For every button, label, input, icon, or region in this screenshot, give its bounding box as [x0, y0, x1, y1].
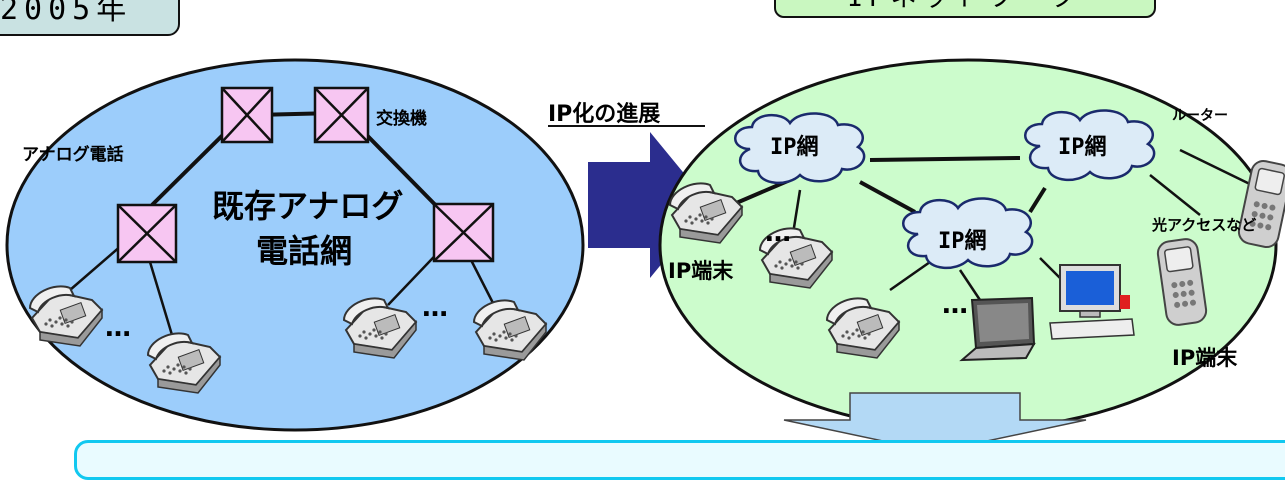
ip-ellipsis: … [765, 218, 791, 248]
ip-cloud-right-label: IP網 [1058, 135, 1107, 160]
down-arrow [783, 392, 1087, 453]
legacy-ellipsis: … [105, 313, 131, 343]
ip-cloud-center-label: IP網 [938, 229, 987, 254]
legacy-ellipsis: … [422, 293, 448, 323]
switch-right-icon [432, 202, 495, 263]
legacy-network-title-line2: 電話網 [256, 232, 353, 270]
ip-cloud-left-label: IP網 [770, 135, 819, 160]
legacy-network-ellipse [5, 58, 585, 432]
year-label: 2005年 [0, 0, 133, 27]
ip-ellipsis: … [942, 290, 968, 320]
ip-terminal-label-left: IP端末 [668, 259, 734, 283]
legacy-network-title-line1: 既存アナログ [212, 187, 404, 225]
router-label: ルーター [1172, 108, 1228, 124]
exchange-label: 交換機 [376, 109, 427, 129]
switch-top-left-icon [220, 86, 274, 144]
exchange-switches [116, 86, 495, 264]
ip-network-title: IPネットワーク [776, 0, 1154, 14]
diagram-canvas [5, 58, 1285, 453]
ip-terminal-label-right: IP端末 [1172, 346, 1238, 370]
year-tab: 2005年 [0, 0, 180, 36]
switch-top-right-icon [313, 86, 370, 144]
analog-phone-label: アナログ電話 [22, 145, 124, 165]
ip-network-tab: IPネットワーク [774, 0, 1156, 18]
switch-left-icon [116, 203, 178, 264]
access-label: 光アクセスなど [1152, 216, 1257, 234]
desktop-computer-icon [1049, 264, 1135, 340]
laptop-icon [959, 296, 1036, 362]
transition-label: IP化の進展 [548, 102, 661, 127]
bottom-info-box [74, 440, 1285, 480]
